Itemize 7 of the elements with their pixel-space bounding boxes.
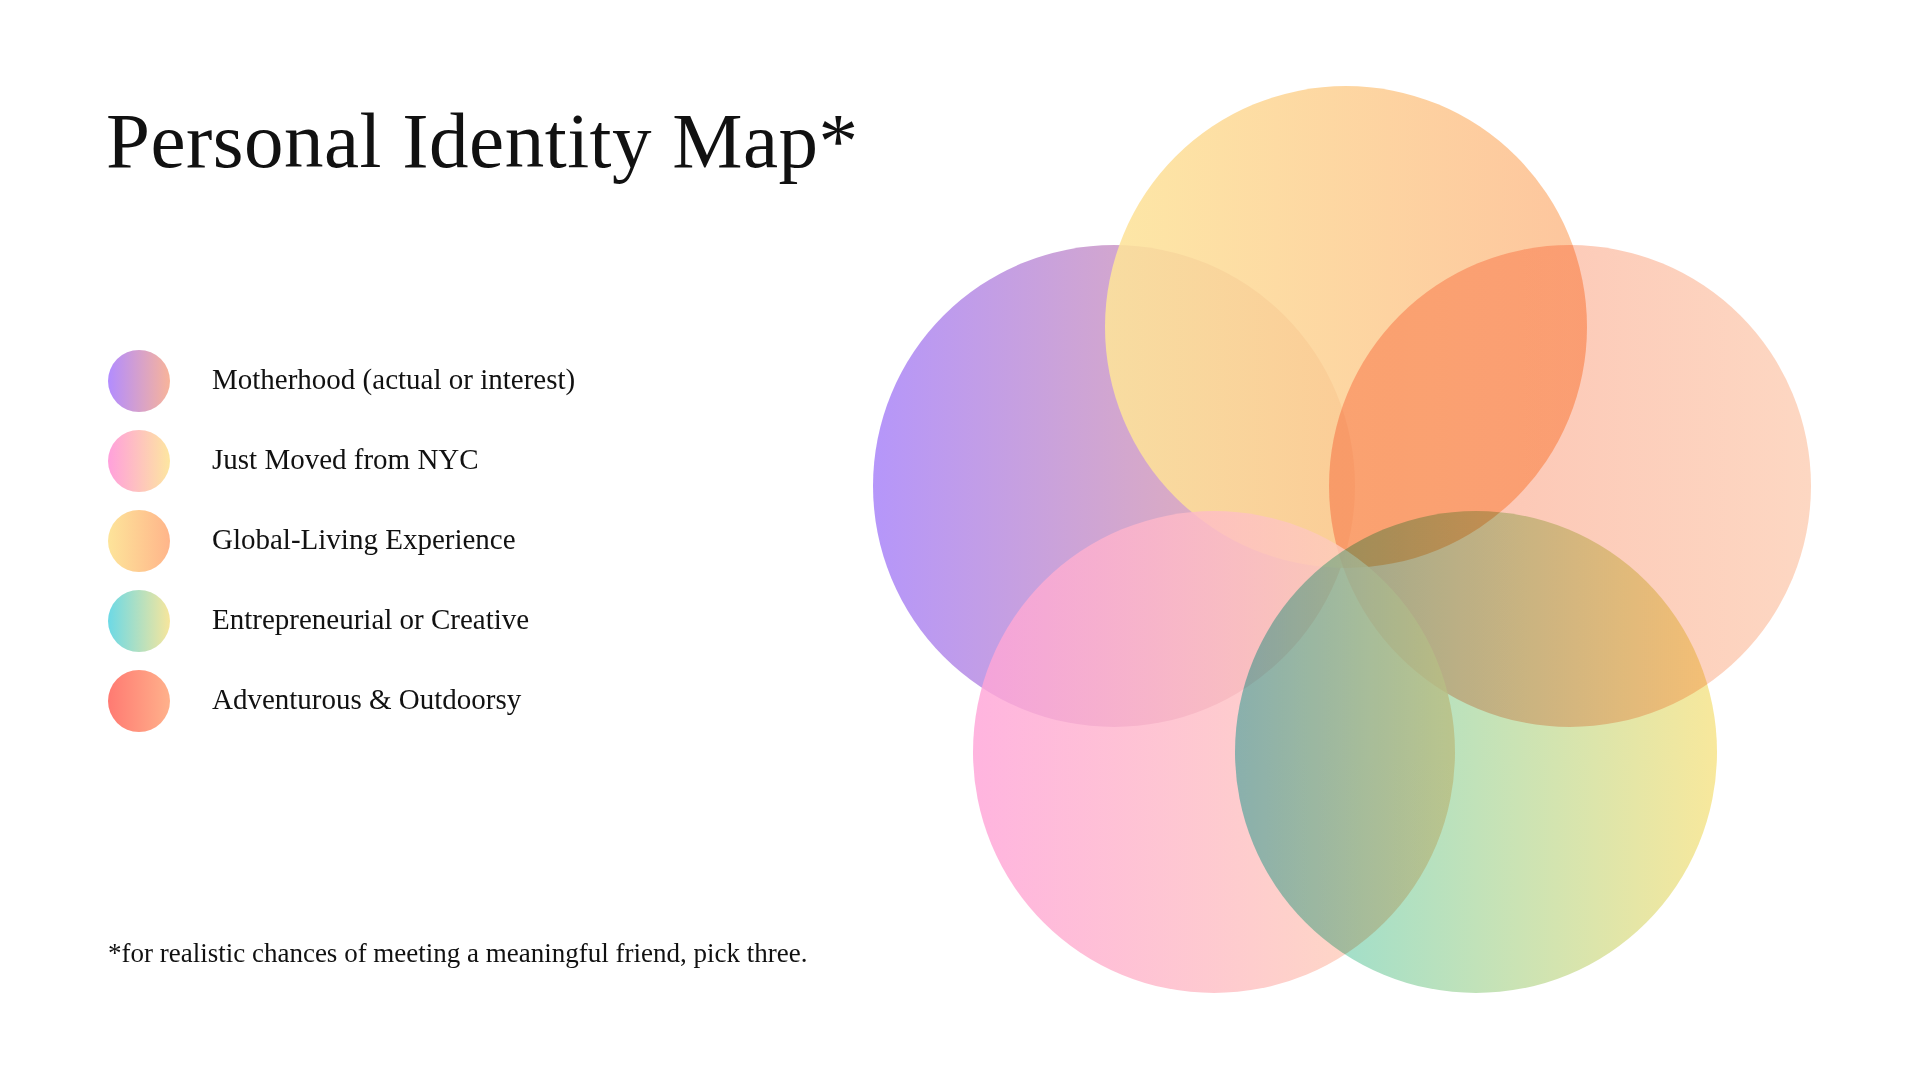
legend-label: Adventurous & Outdoorsy — [212, 682, 522, 717]
legend-label: Motherhood (actual or interest) — [212, 362, 576, 397]
legend-label: Just Moved from NYC — [212, 442, 479, 477]
legend-label: Global-Living Experience — [212, 522, 516, 557]
footnote: *for realistic chances of meeting a meaningful friend, pick three. — [108, 937, 808, 970]
title: Personal Identity Map* — [106, 98, 859, 185]
legend-label: Entrepreneurial or Creative — [212, 602, 530, 637]
